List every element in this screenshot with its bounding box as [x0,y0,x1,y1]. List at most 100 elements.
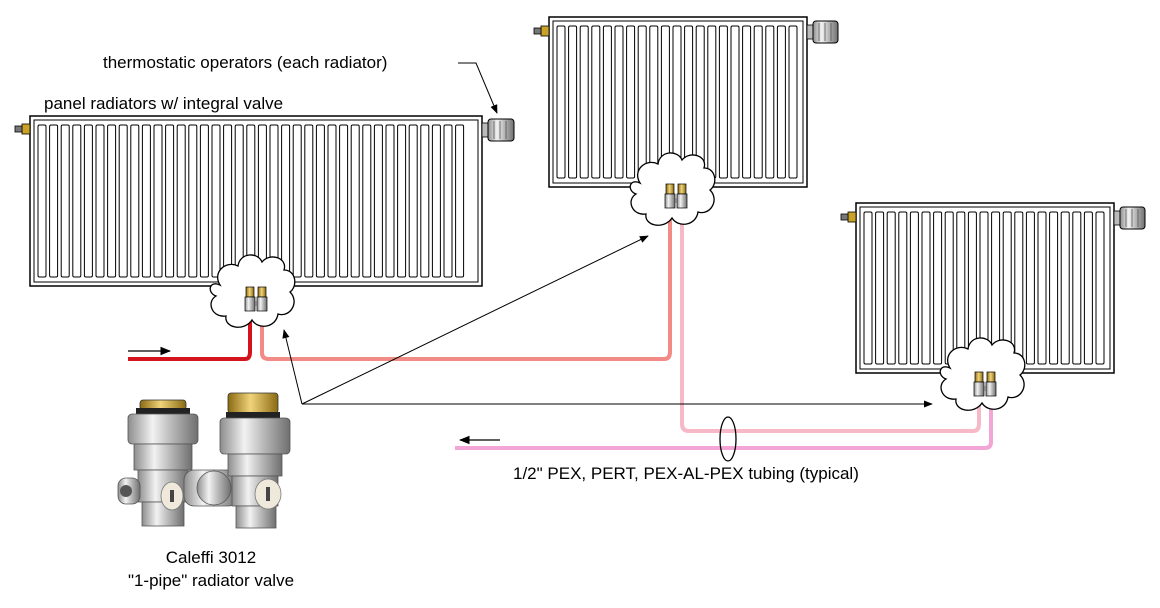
radiator-fin [443,124,453,278]
supply-pipe-inlet [128,314,252,361]
radiator-fin [37,124,47,278]
radiator-fin [579,25,589,179]
radiator-fin [60,124,70,278]
radiator-fin [776,25,786,179]
radiator-fin [614,25,624,179]
radiator-fin [921,211,931,365]
leader-lines [282,62,933,408]
thermostatic-leader [458,62,498,114]
radiator-fin [350,124,360,278]
radiator-fin [742,25,752,179]
radiator-fin [141,124,151,278]
detail-cloud-radiator-3 [939,337,1026,411]
radiator-fin [327,124,337,278]
radiator-fin [956,211,966,365]
radiator-fin [385,124,395,278]
detail-cloud-radiator-2 [629,152,716,226]
radiator-fin [49,124,59,278]
return-pipe-outlet [455,396,993,450]
radiator-fin [153,124,163,278]
radiator-fin [315,124,325,278]
radiator-fin [431,124,441,278]
radiator-1 [14,115,515,287]
radiator-fin [234,124,244,278]
thermostatic-head-icon [481,118,515,142]
radiator-fin [1095,211,1105,365]
radiator-fin [420,124,430,278]
radiator-fin [765,25,775,179]
radiator-fin [339,124,349,278]
radiator-fin [730,25,740,179]
radiator-fin [269,124,279,278]
radiator-fin [304,124,314,278]
bleed-valve-icon [14,123,31,135]
radiator-fin [292,124,302,278]
radiator-fin [1083,211,1093,365]
radiator-fin [1037,211,1047,365]
caleffi-valve-illustration [117,392,291,529]
valve-model-label: Caleffi 3012 [166,548,256,567]
radiator-fin [707,25,717,179]
radiator-fin [626,25,636,179]
radiator-fin [165,124,175,278]
radiator-fin [199,124,209,278]
radiator-fin [246,124,256,278]
radiator-fin [591,25,601,179]
radiator-fin [863,211,873,365]
radiator-fin [933,211,943,365]
radiator-fin [1025,211,1035,365]
radiator-fin [397,124,407,278]
thermostatic-head-icon [806,20,839,44]
radiator-fin [637,25,647,179]
bleed-valve-icon [533,25,550,37]
radiator-2 [533,16,839,188]
supply-pipe-to-radiator-3 [680,210,981,433]
radiator-fin [718,25,728,179]
radiator-fin [944,211,954,365]
tubing-label: 1/2" PEX, PERT, PEX-AL-PEX tubing (typic… [513,464,859,483]
one-pipe-valve-icon [664,183,688,209]
radiator-fin [1049,211,1059,365]
radiator-fin [408,124,418,278]
valve-description-label: "1-pipe" radiator valve [128,571,294,590]
radiator-fin [83,124,93,278]
radiator-fins [556,25,798,179]
radiator-fin [107,124,117,278]
radiator-fin [223,124,233,278]
valve-leader-radiator-2 [301,235,649,405]
radiator-fin [1060,211,1070,365]
thermostatic-operators-label: thermostatic operators (each radiator) [103,53,387,72]
radiator-fin [556,25,566,179]
piping [128,210,993,462]
radiator-fin [362,124,372,278]
bleed-valve-icon [840,211,857,223]
one-pipe-valve-icon [244,286,268,312]
radiator-fins [37,124,465,278]
radiator-fin [886,211,896,365]
radiator-fin [95,124,105,278]
radiator-fin [753,25,763,179]
supply-pipe-to-radiator-2 [260,210,672,361]
radiator-fin [875,211,885,365]
radiator-fin [72,124,82,278]
valve-leader-radiator-1 [282,329,303,405]
radiator-fin [568,25,578,179]
radiator-fin [602,25,612,179]
radiator-fin [130,124,140,278]
one-pipe-valve-icon [973,371,997,397]
thermostatic-head-icon [1113,206,1146,230]
radiator-fin [118,124,128,278]
radiator-fin [898,211,908,365]
radiator-fin [1072,211,1082,365]
detail-cloud-radiator-1 [209,254,296,328]
radiator-fin [649,25,659,179]
radiator-fin [211,124,221,278]
radiator-fin [909,211,919,365]
radiator-fin [257,124,267,278]
radiator-fin [281,124,291,278]
radiator-fin [455,124,465,278]
radiator-fin [176,124,186,278]
radiator-fin [788,25,798,179]
radiator-fin [373,124,383,278]
